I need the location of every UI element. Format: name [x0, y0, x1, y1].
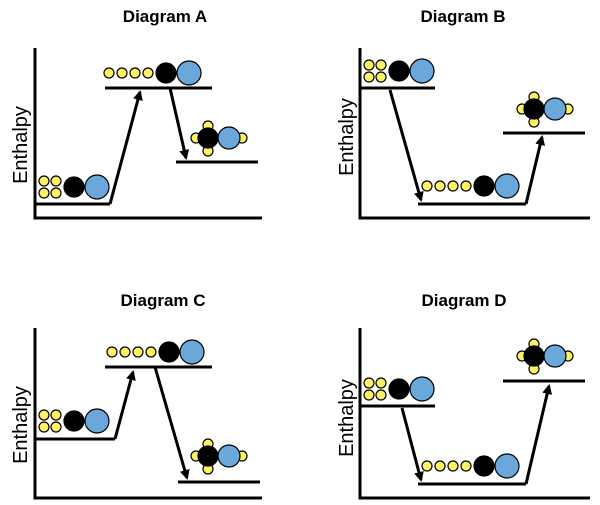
transition-state-molecules [103, 60, 202, 86]
y-axis-label: Enthalpy [336, 379, 358, 457]
carbon-atom [388, 60, 410, 82]
carbon-atom [158, 341, 180, 363]
oxygen-atom [84, 174, 110, 200]
y-axis-label: Enthalpy [10, 106, 32, 184]
carbon-atom [197, 445, 219, 467]
hydrogen-atom [375, 389, 387, 401]
carbon-atom [63, 410, 85, 432]
diagram-c: Diagram C Enthalpy [10, 291, 262, 500]
hydrogen-atom [142, 67, 154, 79]
diagram-title: Diagram C [120, 291, 205, 310]
hydrogen-atom [375, 59, 387, 71]
diagram-b: Diagram B Enthalpy [336, 7, 590, 220]
hydrogen-atom [129, 67, 141, 79]
diagram-d: Diagram D Enthalpy [336, 291, 590, 500]
y-axis-label: Enthalpy [10, 386, 32, 464]
hydrogen-atom [119, 346, 131, 358]
carbon-atom [523, 345, 545, 367]
hydrogen-atom [38, 409, 50, 421]
hydrogen-atom [460, 180, 472, 192]
hydrogen-atom [38, 175, 50, 187]
activation-arrow [524, 384, 553, 485]
hydrogen-atom [363, 389, 375, 401]
hydrogen-atom [50, 409, 62, 421]
hydrogen-atom [434, 180, 446, 192]
hydrogen-atom [375, 71, 387, 83]
product-arrow [153, 366, 190, 480]
reactant-molecules [363, 58, 435, 84]
axes [358, 328, 590, 500]
hydrogen-atom [421, 460, 433, 472]
hydrogen-atom [50, 175, 62, 187]
carbon-atom [388, 378, 410, 400]
carbon-atom [197, 127, 219, 149]
product-molecule [190, 120, 248, 157]
hydrogen-atom [38, 187, 50, 199]
activation-arrow [113, 370, 136, 440]
oxygen-atom [494, 453, 520, 479]
oxygen-atom [217, 126, 241, 150]
oxygen-atom [543, 344, 567, 368]
y-axis-label: Enthalpy [336, 98, 358, 176]
hydrogen-atom [103, 67, 115, 79]
activation-arrow [524, 135, 546, 205]
hydrogen-atom [421, 180, 433, 192]
axes [358, 48, 590, 220]
oxygen-atom [176, 60, 202, 86]
reactant-molecules [38, 174, 110, 200]
oxygen-atom [409, 58, 435, 84]
activation-arrow [108, 90, 143, 205]
hydrogen-atom [363, 71, 375, 83]
hydrogen-atom [363, 377, 375, 389]
hydrogen-atom [363, 59, 375, 71]
intermediate-molecules [421, 173, 520, 199]
oxygen-atom [409, 376, 435, 402]
carbon-atom [473, 455, 495, 477]
carbon-atom [63, 176, 85, 198]
hydrogen-atom [132, 346, 144, 358]
diagram-a: Diagram A Enthalpy [10, 7, 262, 220]
reactant-molecules [38, 408, 110, 434]
carbon-atom [523, 98, 545, 120]
intermediate-molecules [421, 453, 520, 479]
hydrogen-atom [50, 187, 62, 199]
diagram-title: Diagram B [420, 7, 505, 26]
oxygen-atom [494, 173, 520, 199]
energy-release-arrow [388, 89, 424, 202]
transition-state-molecules [106, 339, 205, 365]
hydrogen-atom [38, 421, 50, 433]
axes [33, 48, 262, 220]
hydrogen-atom [375, 377, 387, 389]
diagram-title: Diagram D [421, 291, 506, 310]
oxygen-atom [217, 444, 241, 468]
carbon-atom [155, 62, 177, 84]
hydrogen-atom [145, 346, 157, 358]
energy-release-arrow [400, 407, 424, 482]
product-molecule [516, 91, 574, 128]
product-molecule [190, 438, 248, 475]
hydrogen-atom [447, 460, 459, 472]
oxygen-atom [179, 339, 205, 365]
axes [33, 328, 262, 500]
hydrogen-atom [50, 421, 62, 433]
oxygen-atom [543, 97, 567, 121]
hydrogen-atom [116, 67, 128, 79]
carbon-atom [473, 175, 495, 197]
product-arrow [168, 87, 190, 160]
hydrogen-atom [434, 460, 446, 472]
hydrogen-atom [106, 346, 118, 358]
hydrogen-atom [460, 460, 472, 472]
oxygen-atom [84, 408, 110, 434]
reactant-molecules [363, 376, 435, 402]
product-molecule [516, 338, 574, 375]
diagram-title: Diagram A [123, 7, 207, 26]
hydrogen-atom [447, 180, 459, 192]
